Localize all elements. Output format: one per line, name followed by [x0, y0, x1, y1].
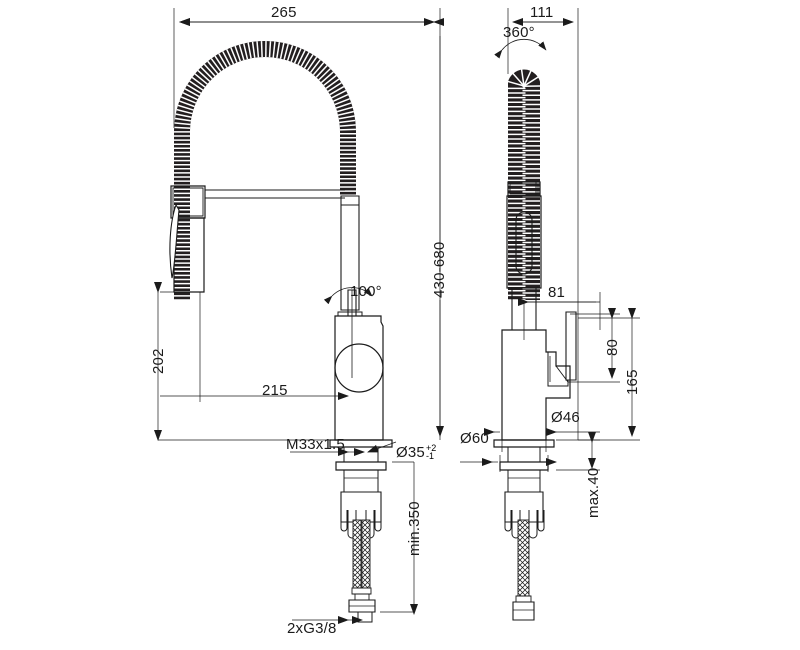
dim-spout-angle: 100° [350, 283, 382, 300]
dim-supply-thread: 2xG3/8 [287, 620, 337, 637]
dim-hole-tol-upper: +2 [425, 442, 437, 453]
dim-hole-diameter: Ø35 +2 -1 [396, 442, 437, 462]
dim-hole-tol-lower: -1 [425, 450, 434, 461]
dim-lever-offset: 81 [548, 284, 566, 301]
dim-handle-height: 165 [624, 369, 641, 395]
dim-hole-diameter-value: Ø35 [396, 444, 425, 461]
dim-height-range: 430-680 [431, 241, 448, 298]
dim-min-hose: min.350 [406, 501, 423, 556]
dim-body-diameter: Ø46 [551, 409, 580, 426]
dim-side-width: 111 [530, 4, 554, 21]
dim-lever-height: 80 [604, 338, 621, 356]
dim-reach: 215 [262, 382, 288, 399]
dim-front-width: 265 [271, 4, 297, 21]
dim-rotation: 360° [503, 24, 535, 41]
dim-spray-head-height: 202 [150, 348, 167, 374]
dim-base-diameter: Ø60 [460, 430, 489, 447]
dim-thread-spec: M33x1.5 [286, 436, 345, 453]
dim-max-thickness: max.40 [585, 467, 602, 518]
